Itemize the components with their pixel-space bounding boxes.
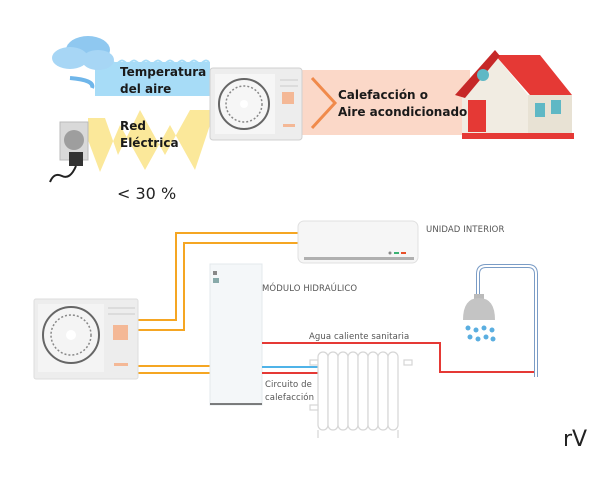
electric-grid-label: Red Eléctrica: [120, 118, 179, 152]
brand-logo: rV: [563, 427, 588, 452]
radiator-icon: [309, 351, 413, 438]
grid-band: [88, 110, 210, 172]
hydraulic-module-icon: [209, 263, 263, 406]
shower-icon: [463, 264, 538, 377]
output-label-line-1: Calefacción o: [338, 88, 429, 102]
air-temperature-label: Temperatura del aire: [120, 64, 206, 98]
air-band: [95, 62, 210, 96]
heating-cooling-label: Calefacción o Aire acondicionado: [338, 87, 467, 121]
percent-label: < 30 %: [117, 184, 177, 203]
hydraulic-module-label: MÓDULO HIDRAÚLICO: [262, 284, 358, 294]
power-socket-icon: [49, 121, 89, 183]
hot-water-pipe: [262, 342, 535, 373]
output-arrow-icon: [310, 76, 338, 130]
grid-label-line-1: Red: [120, 119, 146, 133]
output-label-line-2: Aire acondicionado: [338, 105, 468, 119]
output-band: [300, 70, 470, 135]
air-label-line-1: Temperatura: [120, 65, 207, 79]
air-label-line-2: del aire: [120, 82, 172, 96]
grid-label-line-2: Eléctrica: [120, 136, 179, 150]
hot-water-label: Agua caliente sanitaria: [309, 332, 410, 342]
indoor-unit-label: UNIDAD INTERIOR: [426, 225, 505, 235]
indoor-unit-icon: [297, 220, 419, 264]
refrigerant-pipes: [138, 232, 300, 374]
heating-circuit-line-1: Circuito de: [265, 380, 312, 390]
cloud-icon: [52, 36, 114, 89]
outdoor-unit-bottom-icon: [33, 298, 139, 380]
heating-circuit-label: Circuito de calefacción: [265, 379, 314, 405]
outdoor-unit-icon: [209, 67, 303, 141]
house-icon: [455, 50, 574, 139]
heating-circuit-line-2: calefacción: [265, 393, 315, 403]
